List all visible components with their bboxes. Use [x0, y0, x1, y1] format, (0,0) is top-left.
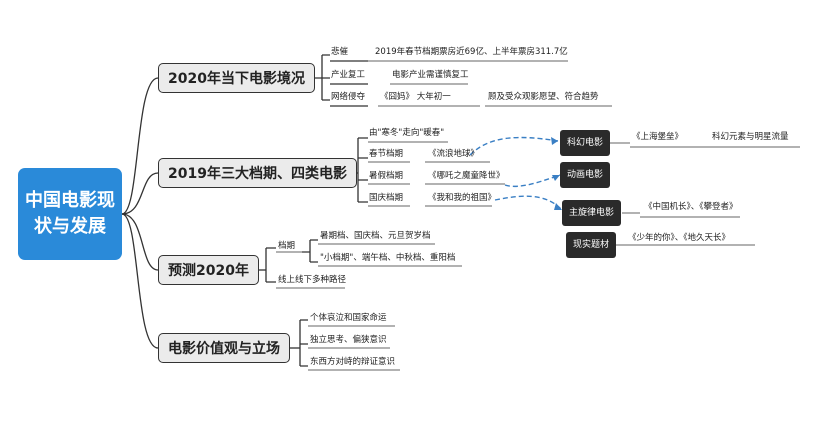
genre-films: 《中国机长》、《攀登者》 — [644, 202, 738, 212]
topic-predict-2020[interactable]: 预测2020年 — [158, 255, 259, 285]
leaf-label: 档期 — [278, 241, 296, 251]
leaf-label: 个体哀泣和国家命运 — [310, 313, 387, 323]
leaf-label: 东西方对峙的辩证意识 — [310, 357, 396, 367]
topic-2019-schedules[interactable]: 2019年三大档期、四类电影 — [158, 158, 357, 188]
genre-realism[interactable]: 现实题材 — [566, 232, 617, 258]
leaf-label: 由"寒冬"走向"暖春" — [369, 128, 445, 138]
topic-values[interactable]: 电影价值观与立场 — [158, 333, 290, 363]
root-node[interactable]: 中国电影现状与发展 — [18, 168, 122, 260]
genre-animation[interactable]: 动画电影 — [560, 162, 611, 188]
leaf-label: 春节档期 — [369, 149, 404, 159]
leaf-label: 悲催 — [331, 47, 349, 57]
leaf-label: 线上线下多种路径 — [278, 275, 347, 285]
leaf-detail: 《哪吒之魔童降世》 — [428, 171, 505, 181]
genre-scifi[interactable]: 科幻电影 — [560, 130, 611, 156]
topic-current-situation[interactable]: 2020年当下电影境况 — [158, 63, 315, 93]
leaf-detail: 《流浪地球》 — [428, 149, 480, 159]
leaf-label: 暑假档期 — [369, 171, 404, 181]
genre-note: 科幻元素与明星流量 — [712, 132, 789, 142]
genre-films: 《少年的你》、《地久天长》 — [628, 233, 731, 243]
leaf-label: 独立思考、偏狭意识 — [310, 335, 387, 345]
leaf-detail: 电影产业需谨慎复工 — [392, 70, 469, 80]
leaf-label: 网络侵夺 — [331, 92, 366, 102]
leaf-label: 产业复工 — [331, 70, 366, 80]
leaf-detail: 《囧妈》 大年初一 — [380, 92, 451, 102]
genre-main-melody[interactable]: 主旋律电影 — [562, 200, 622, 226]
leaf-detail: 《我和我的祖国》 — [428, 193, 497, 203]
leaf-detail: 顾及受众观影愿望、符合趋势 — [488, 92, 599, 102]
genre-films: 《上海堡垒》 — [632, 132, 684, 142]
leaf-label: 国庆档期 — [369, 193, 404, 203]
leaf-sub: "小档期"、端午档、中秋档、重阳档 — [320, 253, 456, 263]
leaf-detail: 2019年春节档期票房近69亿、上半年票房311.7亿 — [375, 47, 568, 57]
leaf-sub: 暑期档、国庆档、元旦贺岁档 — [320, 231, 431, 241]
